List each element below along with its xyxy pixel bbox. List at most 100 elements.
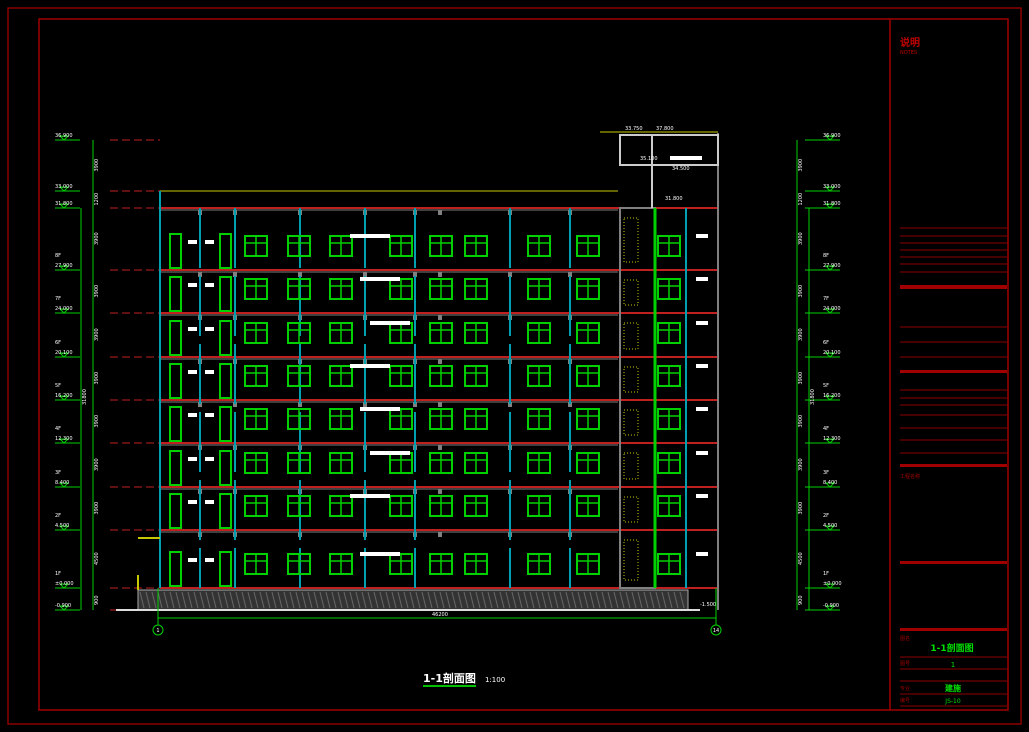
- level-triangle-icon: [58, 265, 70, 271]
- notes-title-en: NOTES: [900, 50, 917, 56]
- door: [219, 276, 232, 312]
- inner-frame: [38, 18, 1009, 711]
- room-label-block: [696, 494, 708, 498]
- beam: [438, 315, 442, 320]
- window: [657, 553, 681, 575]
- window: [576, 278, 600, 300]
- window: [287, 408, 311, 430]
- hatch-stroke: [439, 591, 445, 609]
- hatch-stroke: [361, 591, 367, 609]
- notes-title: 说明: [900, 36, 920, 49]
- hatch-stroke: [595, 591, 601, 609]
- level-elevation: 27.900: [55, 263, 73, 269]
- hatch-stroke: [223, 591, 229, 609]
- text-label-block: [205, 370, 214, 374]
- floor-label: 7F: [823, 296, 829, 302]
- dimension-text: 3900: [94, 285, 100, 298]
- text-label-block: [205, 413, 214, 417]
- level-marker-right: 36.900: [805, 133, 841, 141]
- hatch-stroke: [499, 591, 505, 609]
- stair-flight: [623, 366, 639, 393]
- dimension-text: 3900: [94, 415, 100, 428]
- level-triangle-icon: [58, 605, 70, 611]
- floor-label: 8F: [55, 253, 61, 259]
- dimension-text: 3900: [94, 159, 100, 172]
- level-elevation: 24.000: [55, 306, 73, 312]
- level-elevation: 20.100: [823, 350, 841, 356]
- level-marker-left: 33.000: [55, 184, 80, 192]
- window: [527, 278, 551, 300]
- window: [464, 322, 488, 344]
- level-elevation: 24.000: [823, 306, 841, 312]
- window: [429, 278, 453, 300]
- stair-flight: [623, 409, 639, 436]
- axis-bubble: [152, 624, 164, 636]
- room-label-block: [696, 552, 708, 556]
- dimension-text: 3900: [94, 502, 100, 515]
- table-band: [900, 464, 1007, 467]
- level-elevation: 27.900: [823, 263, 841, 269]
- drawing-title: 1-1剖面图 1:100: [423, 667, 505, 687]
- hatch-stroke: [373, 591, 379, 609]
- level-triangle-icon: [58, 482, 70, 488]
- hatch-stroke: [301, 591, 307, 609]
- window: [244, 235, 268, 257]
- beam: [438, 272, 442, 277]
- hatch-stroke: [649, 591, 655, 609]
- hatch-stroke: [325, 591, 331, 609]
- stair-flight: [623, 496, 639, 523]
- text-label-block: [205, 457, 214, 461]
- sheet-no-label: 图号: [900, 661, 910, 667]
- stair-level-text: 31.800: [665, 196, 683, 202]
- level-elevation: 4.500: [823, 523, 837, 529]
- window: [657, 235, 681, 257]
- door: [169, 551, 182, 587]
- dimension-text: 3900: [798, 232, 804, 245]
- level-elevation: 16.200: [55, 393, 73, 399]
- hatch-stroke: [535, 591, 541, 609]
- window: [657, 408, 681, 430]
- floor-label: 6F: [55, 340, 61, 346]
- window: [527, 365, 551, 387]
- hatch-stroke: [265, 591, 271, 609]
- dimension-text: 3900: [798, 328, 804, 341]
- room-label-block: [350, 494, 390, 498]
- hatch-stroke: [187, 591, 193, 609]
- hatch-stroke: [169, 591, 175, 609]
- hatch-stroke: [385, 591, 391, 609]
- hatch-stroke: [427, 591, 433, 609]
- hatch-stroke: [397, 591, 403, 609]
- text-label-block: [205, 558, 214, 562]
- window: [287, 365, 311, 387]
- level-elevation: 20.100: [55, 350, 73, 356]
- hatch-stroke: [331, 591, 337, 609]
- floor-label: 2F: [823, 513, 829, 519]
- level-elevation: 31.800: [823, 201, 841, 207]
- beam: [438, 445, 442, 450]
- door: [219, 363, 232, 399]
- door: [219, 493, 232, 529]
- window: [329, 365, 353, 387]
- room-label-block: [360, 552, 400, 556]
- table-band: [900, 628, 1007, 631]
- level-marker-right: 33.000: [805, 184, 841, 192]
- floor-label: 4F: [823, 426, 829, 432]
- room-label-block: [360, 407, 400, 411]
- window: [464, 365, 488, 387]
- window: [464, 495, 488, 517]
- level-elevation: -0.900: [823, 603, 839, 609]
- hatch-stroke: [283, 591, 289, 609]
- hatch-stroke: [517, 591, 523, 609]
- level-triangle-icon: [824, 583, 836, 589]
- door: [169, 320, 182, 356]
- total-dimension-text: 31800: [810, 389, 816, 405]
- window: [464, 553, 488, 575]
- stair-flight: [623, 217, 639, 263]
- dimension-text: 3900: [94, 328, 100, 341]
- hatch-stroke: [337, 591, 343, 609]
- window: [329, 322, 353, 344]
